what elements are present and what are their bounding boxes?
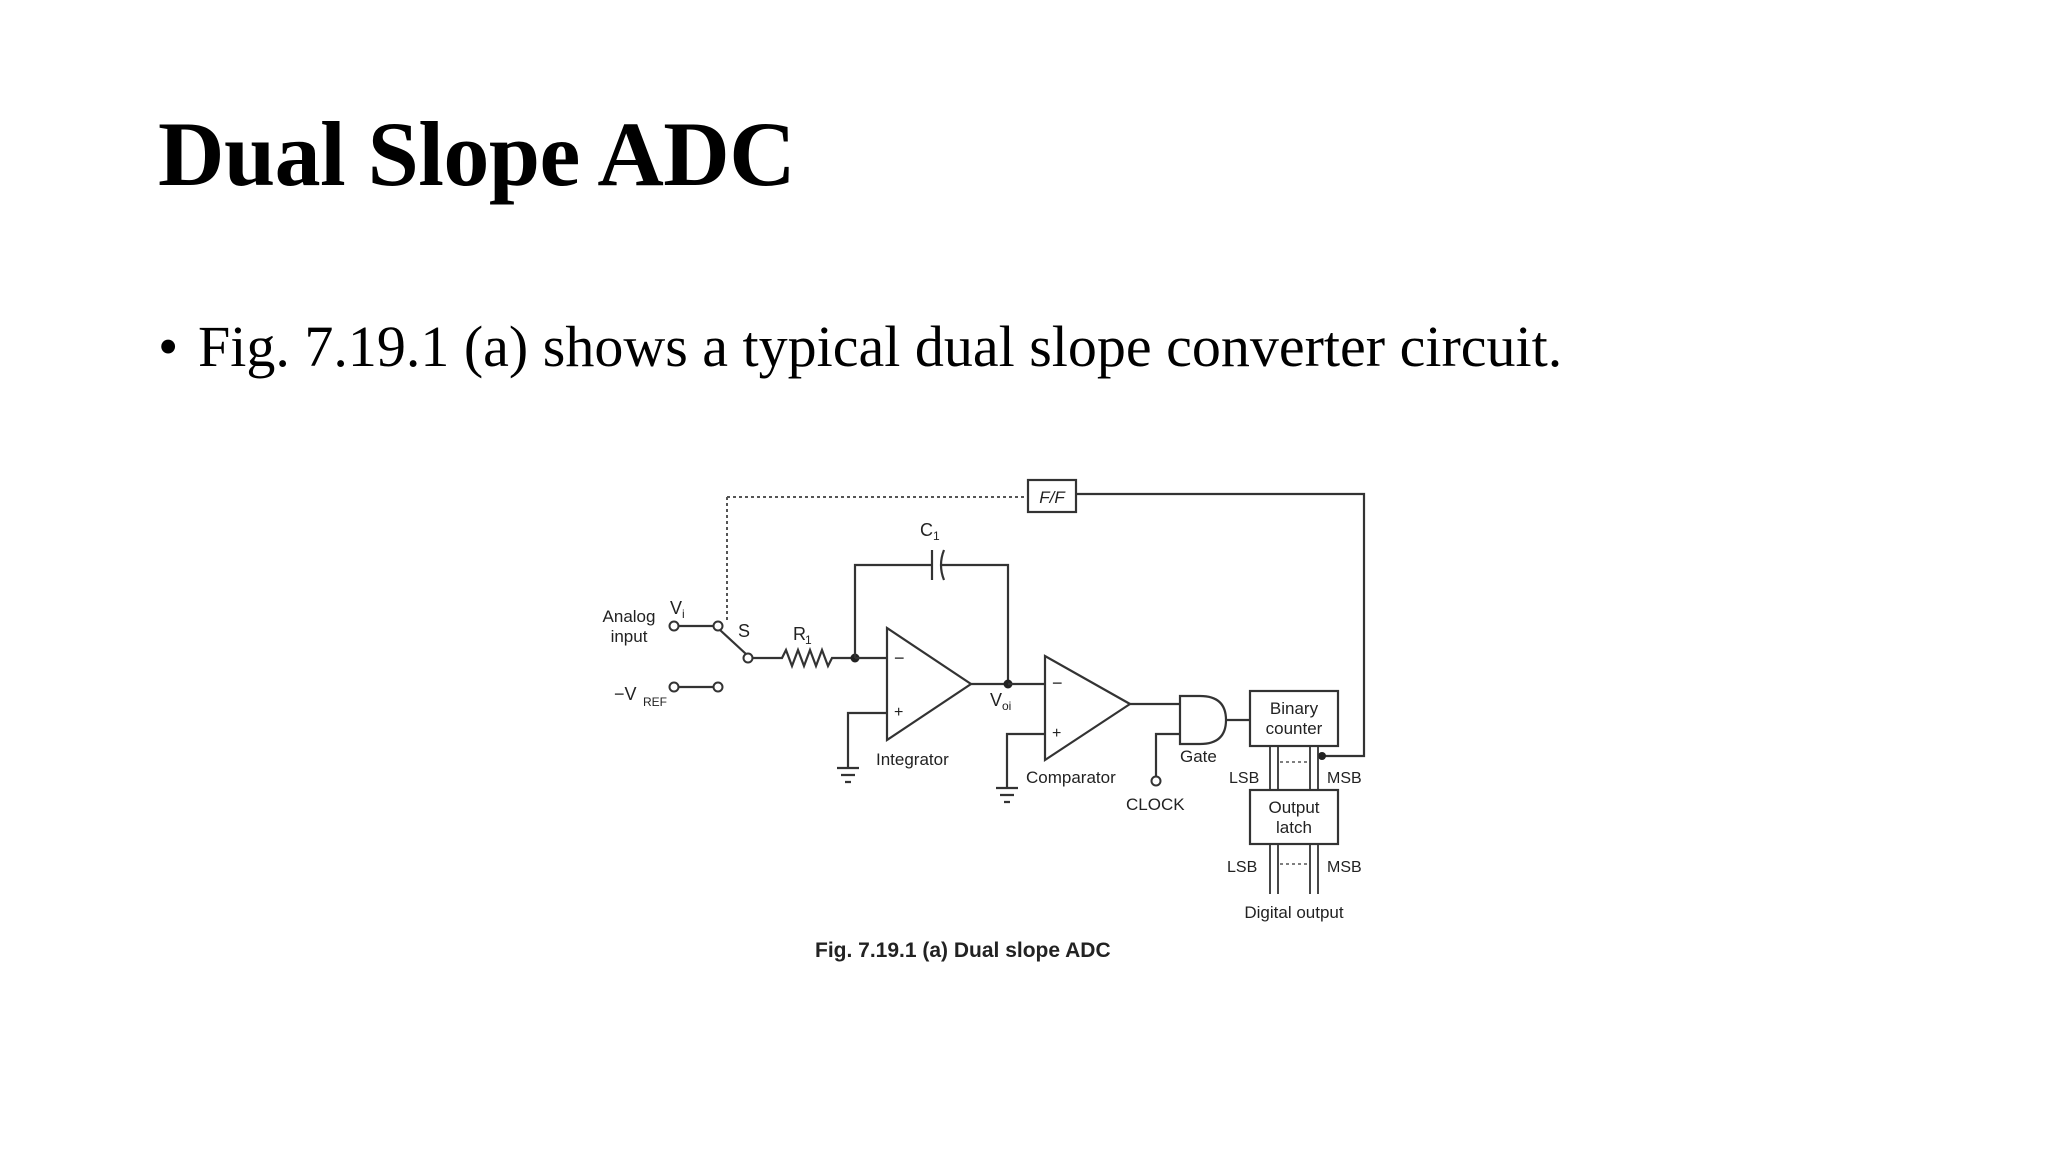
svg-text:i: i [682, 607, 685, 621]
comparator-opamp: − + [1005, 654, 1180, 788]
svg-text:R: R [793, 624, 806, 644]
lsb-bottom-label: LSB [1227, 859, 1257, 876]
junction-dot [1318, 752, 1326, 760]
svg-text:Binary: Binary [1270, 699, 1319, 718]
switch-s: S [719, 621, 754, 664]
svg-text:1: 1 [933, 529, 940, 543]
counter-to-latch-bus [1269, 746, 1319, 790]
bullet-item: • Fig. 7.19.1 (a) shows a typical dual s… [158, 318, 1562, 376]
svg-text:+: + [894, 704, 903, 721]
svg-text:+: + [1052, 725, 1061, 742]
svg-text:−: − [1052, 673, 1063, 693]
bullet-text: Fig. 7.19.1 (a) shows a typical dual slo… [198, 314, 1563, 379]
msb-top-label: MSB [1327, 770, 1362, 787]
and-gate [1150, 694, 1250, 787]
slide-title: Dual Slope ADC [158, 103, 796, 205]
vref-label: −V REF [614, 684, 667, 709]
binary-counter-block: Binary counter [1248, 689, 1340, 748]
svg-text:−V: −V [614, 684, 637, 704]
svg-text:V: V [670, 598, 682, 618]
svg-text:input: input [611, 627, 648, 646]
digital-output-label: Digital output [1244, 903, 1344, 922]
gate-label: Gate [1180, 747, 1217, 766]
comparator-ground [996, 786, 1018, 804]
msb-bottom-label: MSB [1327, 859, 1362, 876]
svg-text:latch: latch [1276, 818, 1312, 837]
comparator-label: Comparator [1026, 768, 1116, 787]
figure-caption: Fig. 7.19.1 (a) Dual slope ADC [815, 939, 1111, 962]
integrator-label: Integrator [876, 750, 949, 769]
output-latch-block: Output latch [1248, 788, 1340, 846]
lsb-top-label: LSB [1229, 770, 1259, 787]
svg-text:C: C [920, 520, 933, 540]
resistor-r1: R 1 [752, 624, 855, 670]
vi-label: V i [670, 598, 685, 621]
clock-label: CLOCK [1126, 795, 1185, 814]
ff-control-dashed-line [726, 496, 1028, 620]
svg-text:oi: oi [1002, 699, 1011, 713]
vref-terminal [668, 681, 680, 693]
digital-output-bus [1269, 844, 1319, 894]
ff-label: F/F [1039, 488, 1066, 507]
analog-input-terminal [668, 620, 680, 632]
switch-contact-top [712, 620, 724, 632]
svg-text:Analog: Analog [603, 607, 656, 626]
bullet-dot: • [158, 314, 179, 379]
svg-text:V: V [990, 690, 1002, 710]
switch-contact-bottom [712, 681, 724, 693]
svg-text:1: 1 [805, 633, 812, 647]
ff-feedback-wire [1076, 492, 1366, 758]
svg-text:REF: REF [643, 695, 667, 709]
integrator-opamp: − + [846, 625, 1008, 768]
svg-text:Output: Output [1268, 798, 1319, 817]
flip-flop-block: F/F [1026, 478, 1078, 514]
svg-text:counter: counter [1266, 719, 1323, 738]
capacitor-c1: C 1 [853, 520, 1010, 683]
svg-text:−: − [894, 648, 905, 668]
svg-text:S: S [738, 621, 750, 641]
analog-input-label: Analog input [603, 607, 656, 646]
voi-label: V oi [990, 690, 1011, 713]
integrator-ground [837, 766, 859, 784]
